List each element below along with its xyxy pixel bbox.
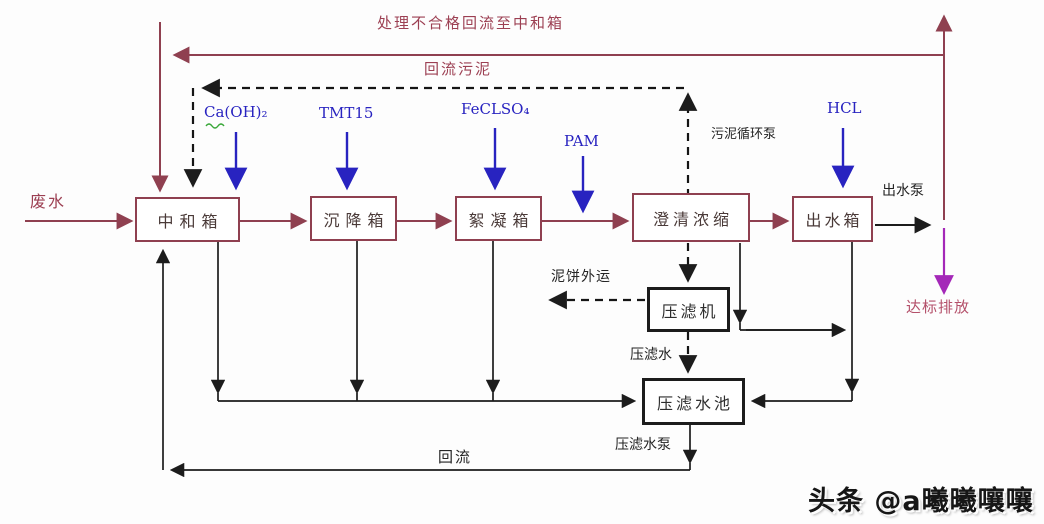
label-chemical-tmt15: TMT15 [319,104,374,122]
node-settling-tank: 沉降箱 [310,196,397,241]
label-chemical-hcl: HCL [827,99,862,117]
label-sludge-circulation-pump: 污泥循环泵 [711,127,777,142]
sludge-dashed-lines [183,78,698,374]
spellcheck-squiggle [205,123,225,129]
label-mud-cake-transport: 泥饼外运 [551,269,611,285]
node-neutralization-tank: 中和箱 [135,197,240,242]
label-chemical-feclso4: FeCLSO₄ [461,100,530,118]
label-reflux: 回流 [438,448,473,466]
label-outlet-pump: 出水泵 [882,183,924,199]
node-flocculation-tank: 絮凝箱 [455,196,542,241]
label-offspec-return-to-neutralization: 处理不合格回流至中和箱 [377,14,565,32]
node-filter-water-pool: 压滤水池 [642,378,745,425]
node-filter-press: 压滤机 [647,287,730,332]
main-flow-arrows [25,14,953,230]
label-return-sludge: 回流污泥 [424,60,493,78]
label-chemical-lime: Ca(OH)₂ [204,103,268,121]
label-filter-water-pump: 压滤水泵 [615,437,671,453]
node-clarifier-thickener: 澄清浓缩 [632,193,750,242]
drain-pipes [155,216,932,478]
label-filter-press-water: 压滤水 [630,347,672,363]
label-influent-wastewater: 废水 [30,192,67,211]
chemical-dosing-arrows [224,128,855,214]
toutiao-watermark: 头条 @a曦曦嚷嚷 [808,486,1034,517]
label-chemical-pam: PAM [564,132,599,150]
label-standard-discharge: 达标排放 [906,298,971,316]
node-outlet-tank: 出水箱 [792,196,873,242]
